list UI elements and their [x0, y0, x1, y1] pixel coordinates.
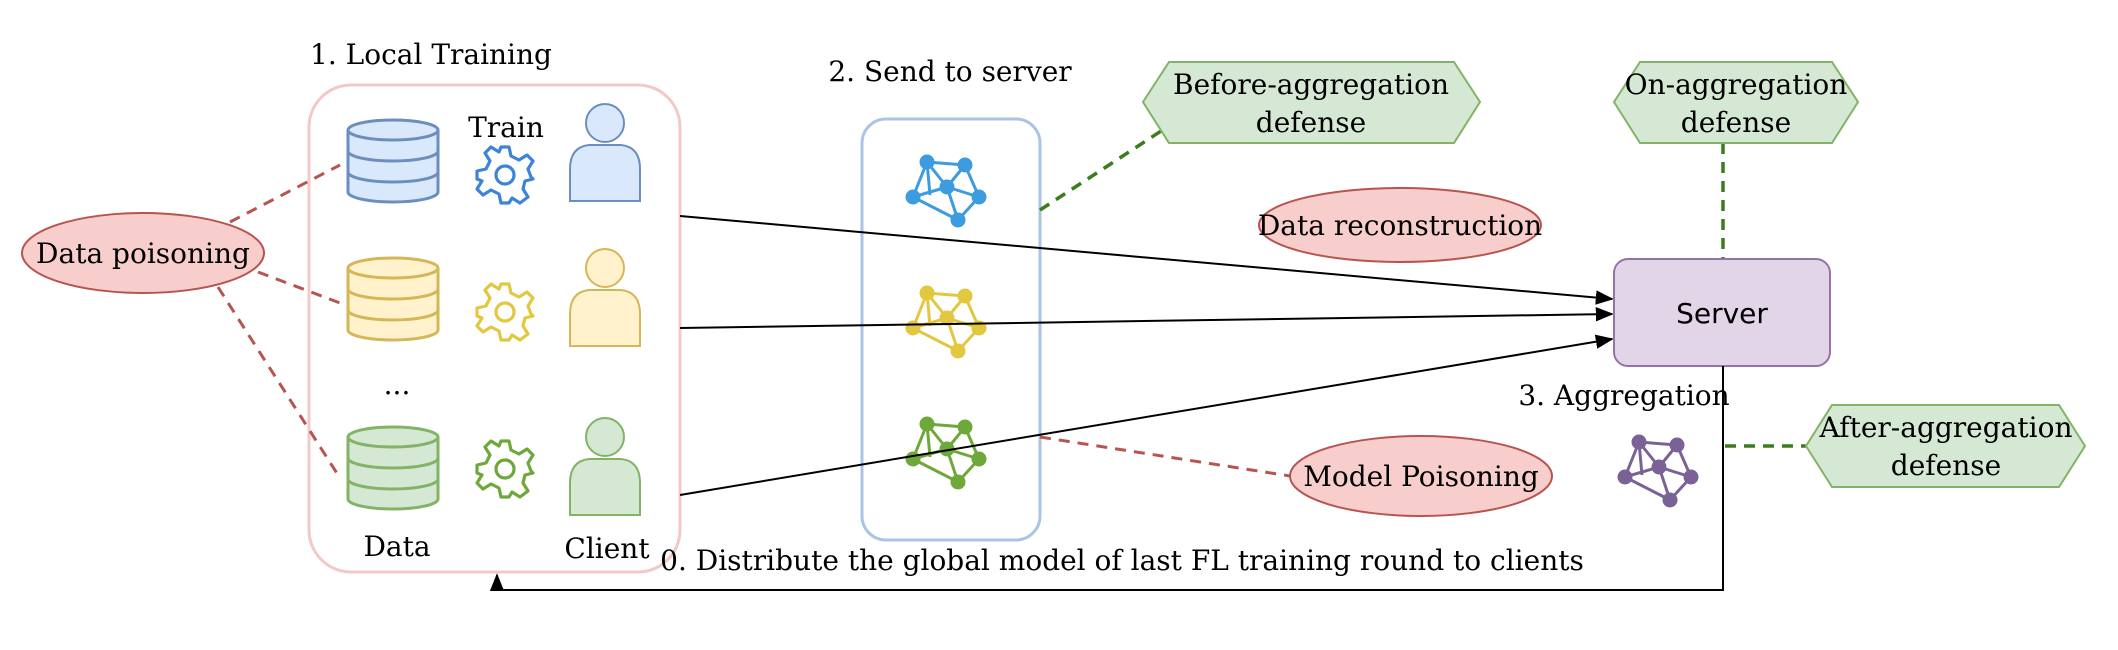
user-icon	[569, 103, 641, 202]
local-training-panel	[307, 83, 682, 574]
data-poisoning-label: Data poisoning	[36, 237, 250, 270]
graph-network-icon	[904, 153, 988, 229]
graph-network-icon	[904, 284, 988, 360]
train-label: Train	[468, 111, 544, 144]
user-icon	[569, 248, 641, 347]
on-aggregation-line1: On-aggregation	[1625, 68, 1848, 101]
graph-network-icon	[904, 415, 988, 491]
upload-arrow	[679, 334, 1614, 496]
before-aggregation-line1: Before-aggregation	[1173, 68, 1449, 101]
gear-icon	[475, 282, 535, 342]
upload-arrow	[679, 307, 1614, 329]
after-aggregation-line1: After-aggregation	[1819, 411, 2073, 444]
after-aggregation-line2: defense	[1891, 449, 2001, 482]
send-to-server-title: 2. Send to server	[828, 55, 1072, 88]
after-aggregation-defense: After-aggregation defense	[1725, 404, 2087, 488]
distribute-label: 0. Distribute the global model of last F…	[660, 544, 1584, 577]
gear-icon	[475, 439, 535, 499]
model-poisoning-attack: Model Poisoning	[1039, 435, 1553, 517]
data-label: Data	[363, 530, 430, 563]
data-reconstruction-attack: Data reconstruction	[1258, 187, 1542, 263]
user-icon	[569, 417, 641, 516]
upload-arrow	[679, 215, 1614, 305]
distribute-arrow	[489, 366, 1724, 592]
database-icon	[346, 256, 440, 342]
database-icon	[346, 118, 440, 204]
on-aggregation-line2: defense	[1681, 106, 1791, 139]
gear-icon	[475, 145, 535, 205]
client-label: Client	[564, 532, 650, 565]
on-aggregation-defense: On-aggregation defense	[1612, 61, 1860, 258]
send-to-server-panel	[860, 117, 1042, 542]
local-training-title: 1. Local Training	[310, 38, 552, 71]
before-aggregation-line2: defense	[1256, 106, 1366, 139]
before-aggregation-defense: Before-aggregation defense	[1039, 61, 1482, 212]
aggregation-label: 3. Aggregation	[1518, 379, 1729, 412]
database-icon	[346, 425, 440, 511]
server-label: Server	[1676, 297, 1768, 330]
model-poisoning-label: Model Poisoning	[1303, 460, 1539, 493]
data-reconstruction-label: Data reconstruction	[1258, 209, 1542, 242]
graph-network-icon	[1616, 433, 1700, 509]
ellipsis-label: ...	[384, 368, 411, 401]
data-poisoning-attack: Data poisoning	[21, 163, 342, 479]
